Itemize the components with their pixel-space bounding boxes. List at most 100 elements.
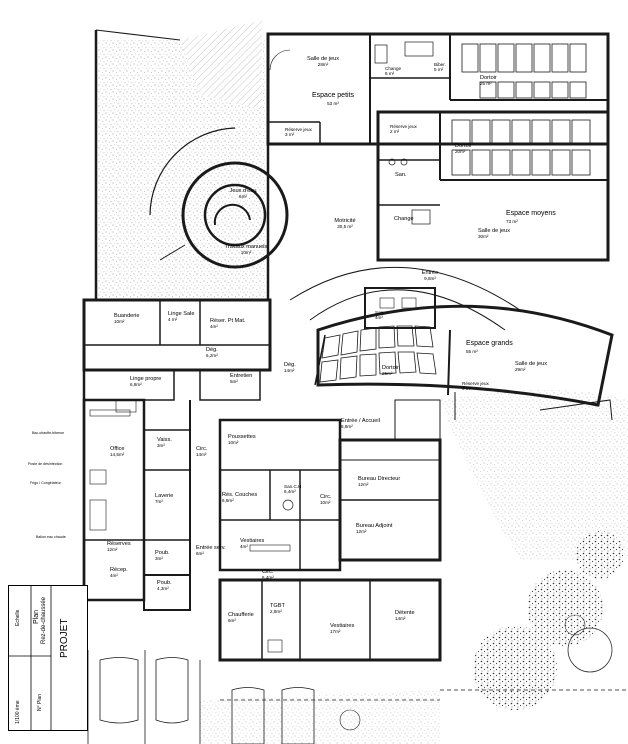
room-name: Change <box>385 66 402 71</box>
room-area: 73 m² <box>506 218 518 224</box>
room-name: Vestiaires <box>330 623 355 629</box>
room-area: 6,4m² <box>262 575 274 580</box>
room-area: 12m² <box>107 547 118 552</box>
room-area: 2,8m² <box>270 609 282 614</box>
room-name: Salle de jeux <box>515 361 548 367</box>
room-area: 6m² <box>228 618 236 623</box>
room-area: 6,8m² <box>341 424 353 429</box>
room-area: 10m² <box>228 440 239 445</box>
room-area: 20m² <box>455 149 466 154</box>
room-name: Circ. <box>262 569 274 575</box>
room-area: 28m² <box>317 62 329 67</box>
room-area: 14m² <box>395 616 406 621</box>
room-area: 14m² <box>284 368 295 373</box>
room-name: Dég. <box>284 362 296 368</box>
cartouche-num-plan: N° Plan <box>37 693 43 711</box>
wing-espace-grands <box>314 287 614 421</box>
room-name: Circ. <box>320 494 332 500</box>
room-area: 6,8m² <box>130 382 142 387</box>
room-name: TGBT <box>270 603 285 609</box>
room-area: 6,8m² <box>222 498 234 503</box>
room-name: Dortoir <box>382 365 399 371</box>
room-area: 9,8m² <box>424 276 436 281</box>
room-name: Vaiss. <box>157 437 172 443</box>
room-name: Réserve jeux <box>462 381 489 386</box>
room-name: Dortoir <box>480 75 497 81</box>
room-name: Espace moyens <box>506 210 556 217</box>
room-circ-2: Circ.10m² <box>320 494 332 506</box>
room-name: Poub. <box>157 580 172 586</box>
title-block: PROJET Plan Rez-de-chaussée Echelle 1/10… <box>8 585 88 731</box>
room-name: Réserve jeux <box>285 127 312 132</box>
room-name: Travaux manuels <box>224 244 268 250</box>
room-name: Entrée <box>421 270 439 276</box>
room-name: Office <box>110 446 125 452</box>
annotation-note: Bac-chauffe-biberon <box>32 431 65 435</box>
room-area: 14m² <box>196 452 207 457</box>
room-area: 3 m² <box>462 386 472 391</box>
room-area: 6,4m² <box>284 489 296 494</box>
room-area: 3m² <box>157 443 165 448</box>
cartouche-echelle: Echelle <box>15 609 21 626</box>
cartouche-plan: Plan <box>33 609 40 624</box>
room-name: Motricité <box>334 218 356 224</box>
room-name: Bureau Adjoint <box>356 523 393 529</box>
room-area: 6m² <box>196 551 204 556</box>
room-area: 10m² <box>240 250 252 255</box>
room-recep: Récep.4m² <box>110 567 128 579</box>
room-area: 4,3m² <box>157 586 169 591</box>
service-block <box>82 298 272 611</box>
room-name: Espace grands <box>466 340 513 347</box>
room-area: 3 m² <box>285 132 295 137</box>
room-area: 4m² <box>110 573 118 578</box>
room-area: 7m² <box>155 499 163 504</box>
room-name: Réserves <box>107 541 131 547</box>
room-area: 6 m² <box>385 71 395 76</box>
room-biber: Biber.5 m² <box>434 62 446 72</box>
parking <box>87 650 628 744</box>
room-area: 55 m² <box>466 348 478 354</box>
room-area: 12m² <box>358 482 369 487</box>
room-area: 25 m² <box>480 81 492 86</box>
room-name: San. <box>395 172 407 178</box>
room-name: Jeux d'eau <box>229 188 257 194</box>
cartouche-echelle-value: 1/100 ème <box>15 700 21 724</box>
room-name: Dég. <box>206 347 218 353</box>
cartouche-niveau: Rez-de-chaussée <box>41 596 47 644</box>
room-circ-1: Circ.14m² <box>196 446 208 458</box>
room-name: Espace petits <box>311 92 355 99</box>
room-name: Buanderie <box>114 313 140 319</box>
wing-espace-moyens <box>376 110 610 262</box>
room-name: San. <box>375 310 385 315</box>
room-name: Laverie <box>155 493 174 499</box>
room-area: 17m² <box>330 629 341 634</box>
annotation-note: Ballon eau chaude <box>36 535 66 539</box>
room-area: 12m² <box>356 529 367 534</box>
room-name: Poussettes <box>228 434 256 440</box>
room-area: 4 m² <box>168 317 178 322</box>
room-name: Circ. <box>196 446 208 452</box>
room-name: Salle de jeux <box>306 56 340 62</box>
